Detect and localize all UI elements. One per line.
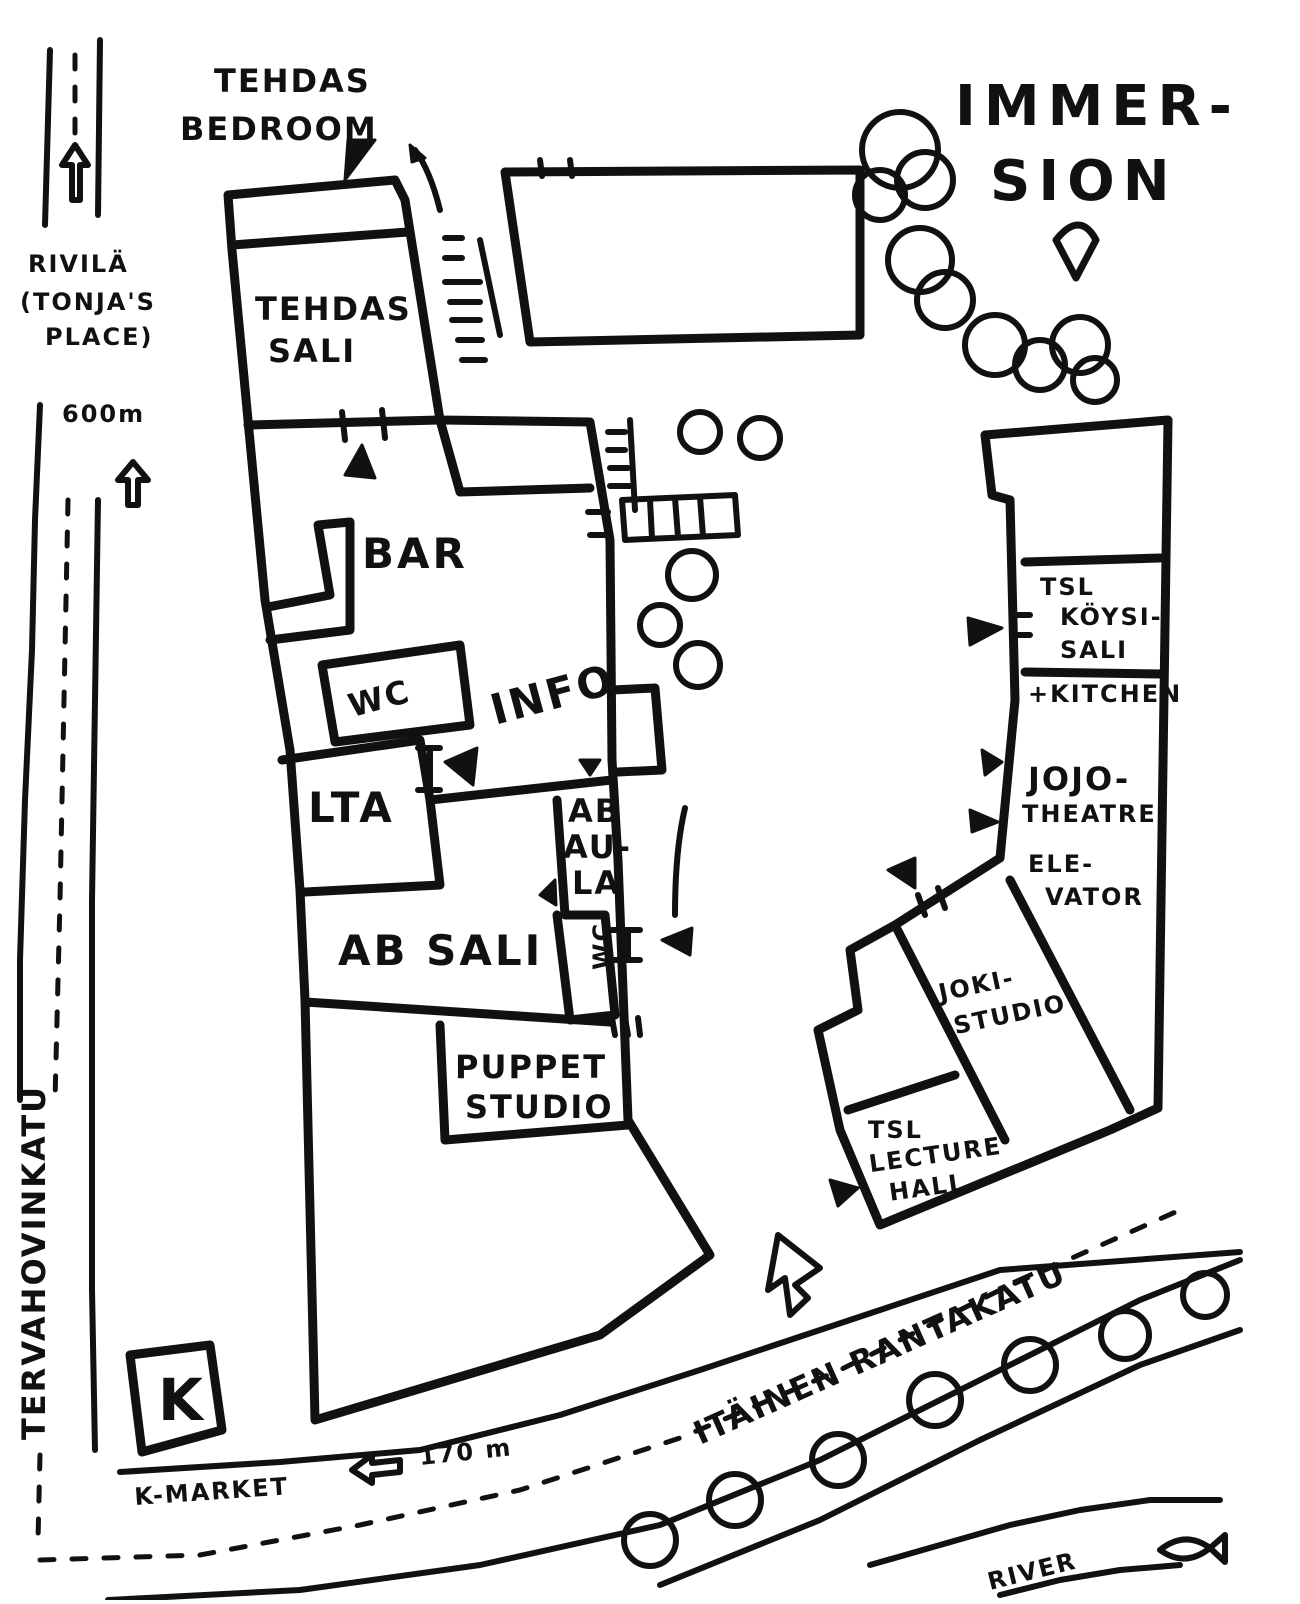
down-triangle-icon bbox=[343, 138, 377, 182]
lta-label: LTA bbox=[308, 783, 395, 832]
north-arrow-icon bbox=[115, 459, 151, 508]
tsl-koysisali-label: KÖYSI- bbox=[1060, 601, 1163, 631]
ab-sali-label: AB SALI bbox=[338, 926, 543, 975]
left-triangle-icon bbox=[886, 856, 917, 890]
k-market-label: K-MARKET bbox=[133, 1472, 289, 1511]
left-triangle-icon bbox=[660, 926, 694, 957]
elevator-label: VATOR bbox=[1045, 883, 1144, 911]
rivila-label: RIVILÄ bbox=[28, 249, 129, 278]
entrance-arrow-icon bbox=[765, 1232, 823, 1318]
bar-label: BAR bbox=[362, 529, 468, 578]
ab-aula-label: LA bbox=[572, 864, 621, 902]
right-triangle-icon bbox=[828, 1178, 860, 1208]
rivila-label: PLACE) bbox=[45, 323, 153, 351]
right-triangle-icon bbox=[966, 616, 1004, 647]
rivila-road bbox=[42, 37, 103, 228]
tehdas-sali-label: TEHDAS bbox=[255, 290, 412, 328]
top-building bbox=[500, 157, 865, 347]
tsl-koysisali-label: SALI bbox=[1060, 636, 1128, 664]
stairs bbox=[408, 143, 741, 1038]
up-triangle-icon bbox=[343, 443, 377, 480]
rivila-label: (TONJA'S bbox=[20, 288, 156, 316]
tehdas-bedroom-label: BEDROOM bbox=[180, 110, 378, 148]
trees bbox=[621, 109, 1230, 1569]
immersion-label: SION bbox=[990, 149, 1178, 214]
left-triangle-icon bbox=[443, 746, 479, 787]
info-label: INFO bbox=[485, 654, 621, 734]
tehdas-bedroom-label: TEHDAS bbox=[214, 62, 371, 100]
left-triangle-icon bbox=[538, 878, 558, 907]
puppet-studio-label: PUPPET bbox=[455, 1048, 607, 1086]
distance-170-label: 170 m bbox=[418, 1433, 514, 1471]
immersion-label: IMMER- bbox=[955, 74, 1240, 139]
k-market-logo: K bbox=[125, 1340, 227, 1457]
tsl-koysisali-label: TSL bbox=[1040, 573, 1095, 601]
puppet-studio-label: STUDIO bbox=[465, 1088, 614, 1126]
distance-600-label: 600m bbox=[62, 400, 145, 428]
wc-label: WC bbox=[588, 922, 616, 970]
heart-icon bbox=[1052, 221, 1100, 282]
entrance-markers bbox=[343, 138, 1100, 1208]
left-arrow-icon bbox=[349, 1452, 403, 1486]
tsl-lecture-hall-label: TSL bbox=[868, 1116, 923, 1144]
wc-label: WC bbox=[344, 672, 414, 725]
right-triangle-icon bbox=[980, 748, 1004, 777]
tervahovinkatu-road bbox=[17, 402, 151, 1543]
elevator-label: ELE- bbox=[1028, 850, 1094, 878]
down-triangle-icon bbox=[578, 758, 602, 777]
ab-aula-label: AB bbox=[568, 792, 621, 830]
tervahovinkatu-label: TERVAHOVINKATU bbox=[15, 1085, 53, 1440]
kitchen-label: +KITCHEN bbox=[1028, 680, 1182, 708]
svg-text:K: K bbox=[158, 1366, 205, 1434]
door-ticks bbox=[339, 407, 1033, 918]
fish-icon bbox=[1157, 1532, 1228, 1565]
jojo-theatre-label: THEATRE bbox=[1022, 800, 1157, 828]
ab-aula-label: AU- bbox=[563, 828, 632, 866]
jojo-theatre-label: JOJO- bbox=[1026, 760, 1130, 798]
right-building bbox=[813, 415, 1173, 1230]
tehdas-sali-label: SALI bbox=[268, 332, 356, 370]
main-building bbox=[223, 175, 715, 1425]
up-triangle-icon bbox=[968, 808, 1000, 834]
